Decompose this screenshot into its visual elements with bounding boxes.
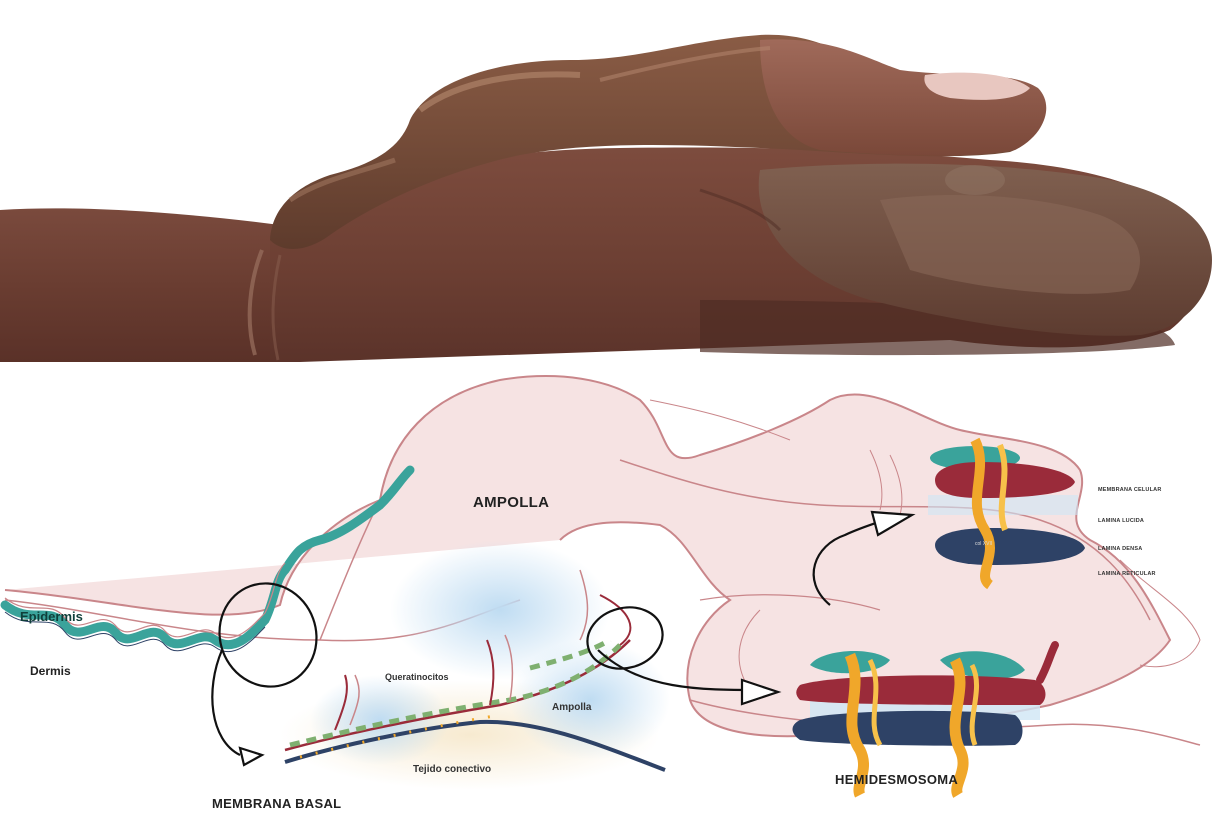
legend-lamina-lucida: LAMINA LUCIDA bbox=[1098, 518, 1144, 524]
schematic-diagram: col XVII bbox=[0, 362, 1229, 817]
clinical-photo-hand-blisters bbox=[0, 0, 1229, 362]
svg-text:col XVII: col XVII bbox=[975, 541, 992, 547]
label-membrana-basal: MEMBRANA BASAL bbox=[212, 796, 341, 811]
label-epidermis: Epidermis bbox=[20, 609, 83, 624]
label-ampolla: AMPOLLA bbox=[473, 494, 549, 511]
legend-membrana-celular: MEMBRANA CELULAR bbox=[1098, 487, 1162, 493]
epidermis-band bbox=[5, 470, 410, 652]
label-queratinocitos: Queratinocitos bbox=[385, 672, 449, 682]
legend-lamina-reticular: LAMINA RETICULAR bbox=[1098, 571, 1156, 577]
legend-lamina-densa: LAMINA DENSA bbox=[1098, 546, 1142, 552]
label-hemidesmosoma: HEMIDESMOSOMA bbox=[835, 772, 958, 787]
label-ampolla-small: Ampolla bbox=[552, 702, 591, 713]
label-dermis: Dermis bbox=[30, 664, 71, 678]
label-tejido-conectivo: Tejido conectivo bbox=[413, 764, 491, 775]
blister-fluid-cloud-3 bbox=[310, 675, 450, 765]
